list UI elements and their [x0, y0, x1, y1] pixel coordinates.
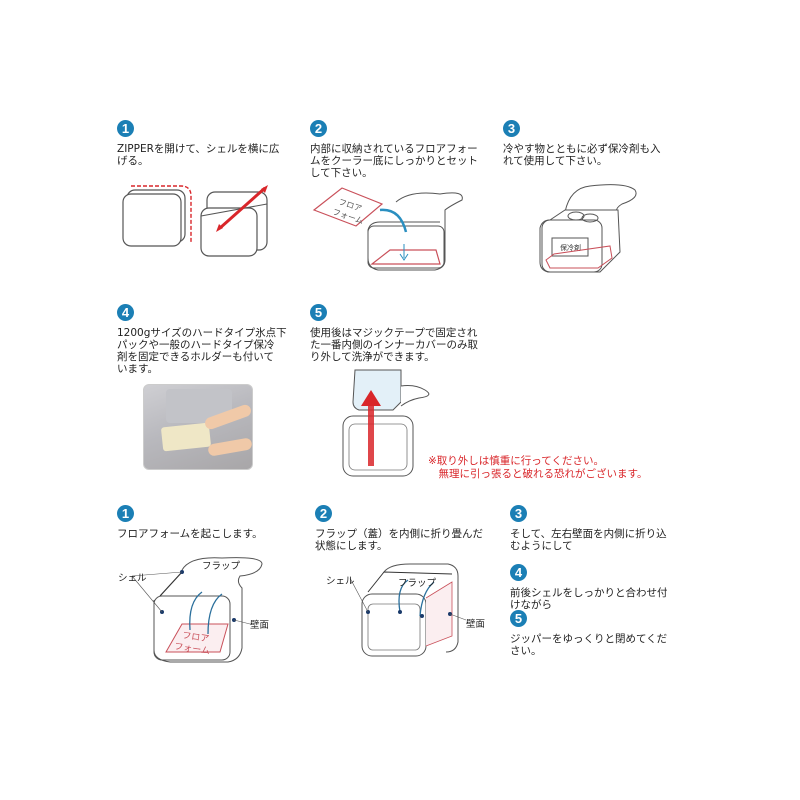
- step-number-badge: 4: [510, 564, 527, 581]
- fold-step-4: 4 前後シェルをしっかりと合わせ付 けながら: [510, 564, 700, 611]
- label-flap: フラップ: [398, 578, 437, 589]
- illustration-ice-pack-inside: 保冷剤: [539, 184, 637, 273]
- label-flap: フラップ: [202, 561, 241, 572]
- step-text: 内部に収納されているフロアフォー ムをクーラー底にしっかりとセット して下さい。: [310, 143, 478, 179]
- step-number-badge: 3: [503, 120, 520, 137]
- setup-step-3: 3 冷やす物とともに必ず保冷剤も入 れて使用して下さい。: [503, 120, 693, 167]
- setup-step-2: 2 内部に収納されているフロアフォー ムをクーラー底にしっかりとセット して下さ…: [310, 120, 500, 179]
- ice-pack-label: 保冷剤: [560, 243, 581, 252]
- label-shell: シェル: [326, 576, 355, 587]
- step-text: 使用後はマジックテープで固定され た一番内側のインナーカバーのみ取 り外して洗浄…: [310, 327, 478, 363]
- step-number-badge: 3: [510, 505, 527, 522]
- fold-step-3: 3 そして、左右壁面を内側に折り込 むようにして: [510, 505, 700, 552]
- svg-text:フォーム: フォーム: [174, 641, 211, 657]
- step-number-badge: 5: [310, 304, 327, 321]
- step-text: フラップ（蓋）を内側に折り畳んだ 状態にします。: [315, 528, 483, 552]
- step-text: 1200gサイズのハードタイプ氷点下 パックや一般のハードタイプ保冷 剤を固定で…: [117, 327, 287, 375]
- step-number-badge: 5: [510, 610, 527, 627]
- fold-step-1: 1 フロアフォームを起こします。: [117, 505, 307, 540]
- step-number-badge: 1: [117, 120, 134, 137]
- label-shell: シェル: [118, 573, 147, 584]
- setup-step-1: 1 ZIPPERを開けて、シェルを横に広 げる。: [117, 120, 297, 167]
- step-number-badge: 2: [310, 120, 327, 137]
- fold-step-5: 5 ジッパーをゆっくりと閉めてくだ さい。: [510, 610, 700, 657]
- label-wall: 壁面: [466, 619, 486, 630]
- step-text: そして、左右壁面を内側に折り込 むようにして: [510, 528, 667, 552]
- illustration-set-floor-form: フロア フォーム: [312, 187, 463, 271]
- step-number-badge: 2: [315, 505, 332, 522]
- illustration-raise-floor-form: フロア フォーム: [131, 557, 263, 663]
- illustration-open-zipper: [122, 185, 268, 257]
- setup-step-5: 5 使用後はマジックテープで固定され た一番内側のインナーカバーのみ取 り外して…: [310, 304, 500, 363]
- fold-step-2: 2 フラップ（蓋）を内側に折り畳んだ 状態にします。: [315, 505, 505, 552]
- illustration-remove-inner-cover: [342, 369, 430, 477]
- label-wall: 壁面: [250, 620, 270, 631]
- removal-warning-note: ※取り外しは慎重に行ってください。 無理に引っ張ると破れる恐れがございます。: [428, 455, 648, 480]
- illustration-fold-flap: [349, 563, 467, 657]
- svg-text:フロア: フロア: [182, 631, 210, 645]
- step-number-badge: 4: [117, 304, 134, 321]
- step-number-badge: 1: [117, 505, 134, 522]
- photo-ice-pack-holder: [143, 384, 253, 470]
- step-text: フロアフォームを起こします。: [117, 528, 263, 540]
- step-text: 冷やす物とともに必ず保冷剤も入 れて使用して下さい。: [503, 143, 661, 167]
- step-text: 前後シェルをしっかりと合わせ付 けながら: [510, 587, 668, 611]
- step-text: ジッパーをゆっくりと閉めてくだ さい。: [510, 633, 668, 657]
- setup-step-4: 4 1200gサイズのハードタイプ氷点下 パックや一般のハードタイプ保冷 剤を固…: [117, 304, 307, 375]
- step-text: ZIPPERを開けて、シェルを横に広 げる。: [117, 143, 280, 167]
